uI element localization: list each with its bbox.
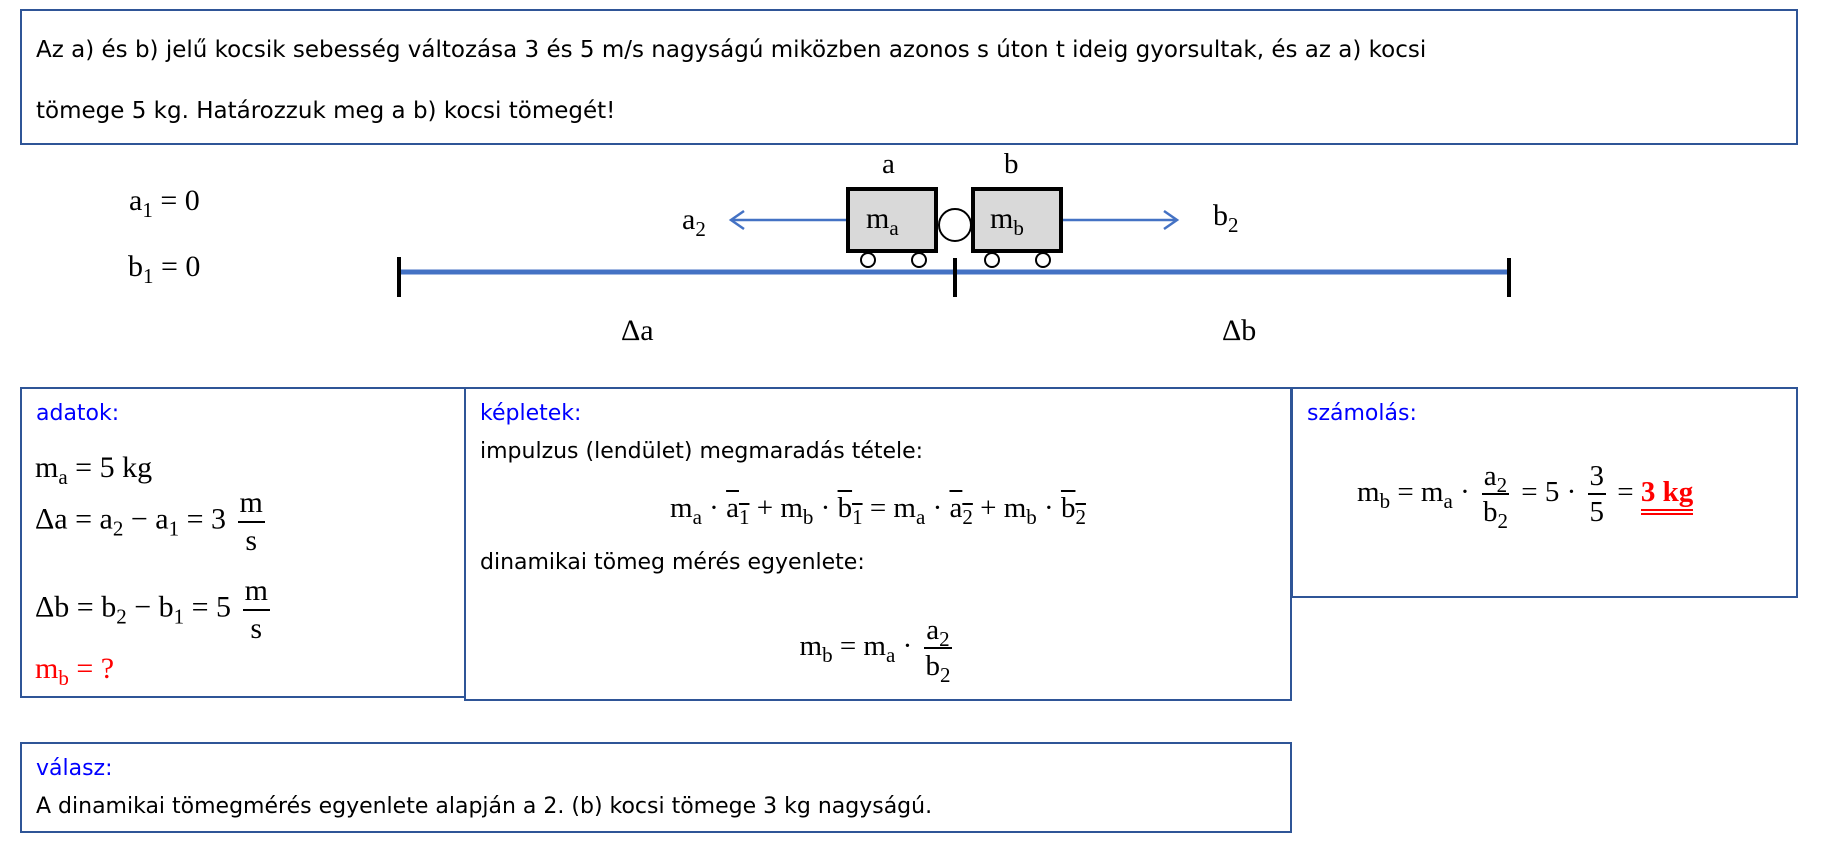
cart-a-body	[846, 187, 938, 253]
impulse-title: impulzus (lendület) megmaradás tétele:	[480, 439, 924, 464]
data-heading: adatok:	[36, 401, 120, 426]
arrow-a2-label: a2	[682, 203, 706, 241]
impulse-equation: ma · a1 + mb · b1 = ma · a2 + mb · b2	[670, 492, 1086, 529]
problem-box: Az a) és b) jelű kocsik sebesség változá…	[20, 9, 1798, 145]
cart-b-wheel-1	[984, 252, 1000, 268]
dynamic-title: dinamikai tömeg mérés egyenlete:	[480, 550, 865, 575]
initial-b1: b1 = 0	[128, 250, 201, 288]
result-value: 3 kg	[1640, 478, 1694, 516]
formulas-heading: képletek:	[480, 401, 582, 426]
segment-delta-a: Δa	[621, 314, 654, 347]
initial-a1: a1 = 0	[129, 184, 200, 222]
answer-text: A dinamikai tömegmérés egyenlete alapján…	[36, 794, 933, 819]
track-diagram	[397, 187, 1511, 297]
answer-heading: válasz:	[36, 756, 113, 781]
cart-b-mass: mb	[990, 202, 1024, 240]
cart-a-label: a	[882, 148, 895, 180]
answer-box: válasz: A dinamikai tömegmérés egyenlete…	[20, 742, 1292, 833]
problem-line-2: tömege 5 kg. Határozzuk meg a b) kocsi t…	[36, 98, 616, 124]
calculation-heading: számolás:	[1307, 401, 1417, 426]
cart-a-wheel-2	[911, 252, 927, 268]
cart-a-wheel-1	[860, 252, 876, 268]
cart-b-body	[971, 187, 1063, 253]
given-mass-a: ma = 5 kg	[35, 451, 153, 489]
cart-a-mass: ma	[866, 202, 899, 240]
problem-line-1: Az a) és b) jelű kocsik sebesség változá…	[36, 37, 1427, 63]
arrow-a2-head	[728, 209, 745, 231]
arrow-b2-head	[1163, 209, 1180, 231]
cart-b-label: b	[1004, 148, 1019, 180]
arrow-b2-label: b2	[1213, 199, 1239, 237]
segment-delta-b: Δb	[1222, 314, 1257, 347]
formulas-box: képletek: impulzus (lendület) megmaradás…	[464, 387, 1292, 701]
unknown-mass-b: mb = ?	[35, 652, 115, 690]
spring-ball	[938, 208, 972, 242]
cart-b-wheel-2	[1035, 252, 1051, 268]
